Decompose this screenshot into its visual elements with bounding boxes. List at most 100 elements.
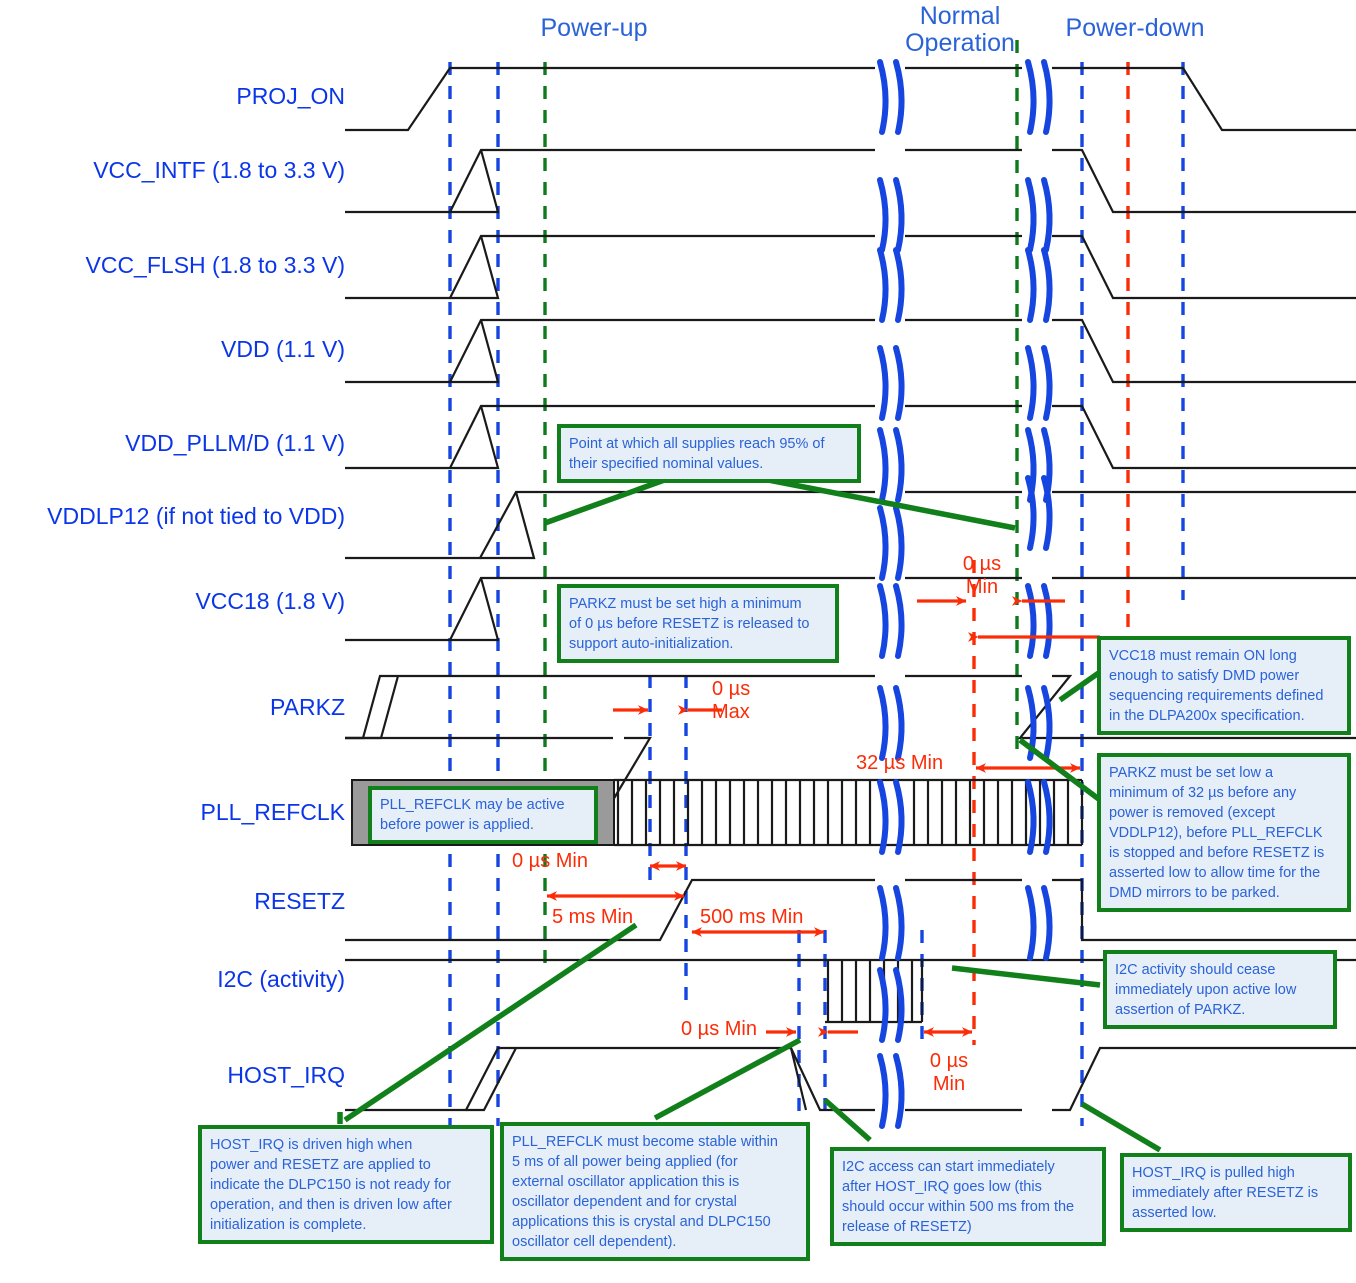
leader-supplies-95 xyxy=(544,475,671,526)
callout-host-irq-pulled-high: HOST_IRQ is pulled high immediately afte… xyxy=(1120,1153,1352,1232)
annotation-i2c-cease-min-line1: 0 µs xyxy=(929,1050,969,1072)
callout-parkz-low-line-3: VDDLP12), before PLL_REFCLK xyxy=(1109,825,1323,841)
break-left xyxy=(877,59,905,1129)
signal-label-host-irq: HOST_IRQ xyxy=(227,1062,345,1088)
phase-label-normal-operation: Normal Operation xyxy=(880,3,1040,57)
callout-parkz-low-line-4: is stopped and before RESETZ is xyxy=(1109,845,1325,861)
waveforms xyxy=(345,66,1356,1112)
signal-label-resetz: RESETZ xyxy=(254,888,345,914)
callout-host-irq-high-line-2: indicate the DLPC150 is not ready for xyxy=(210,1177,451,1193)
callout-parkz-low-line-5: asserted low to allow time for the xyxy=(1109,865,1321,881)
wave-vdd-pllm-d xyxy=(345,404,1356,470)
callout-vcc18-remain-on: VCC18 must remain ON long enough to sati… xyxy=(1097,636,1351,735)
callout-i2c-access-start: I2C access can start immediately after H… xyxy=(830,1147,1106,1246)
callout-refclk-may-be-active: PLL_REFCLK may be active before power is… xyxy=(368,786,598,844)
callout-parkz-low-32us: PARKZ must be set low a minimum of 32 µs… xyxy=(1097,753,1351,912)
callout-vcc18-on-line-2: sequencing requirements defined xyxy=(1109,688,1324,704)
callout-i2c-access-line-0: I2C access can start immediately xyxy=(842,1159,1055,1175)
callout-parkz-high-before-resetz: PARKZ must be set high a minimum of 0 µs… xyxy=(557,584,839,663)
phase-label-normal-operation-line1: Normal xyxy=(919,2,1001,30)
annotation-500ms-min: 500 ms Min xyxy=(700,906,804,928)
annotation-parkz-max: 0 µs Max xyxy=(712,678,750,724)
signal-label-vcc-intf: VCC_INTF (1.8 to 3.3 V) xyxy=(93,157,345,183)
callout-host-irq-pull-line-1: immediately after RESETZ is xyxy=(1132,1185,1319,1201)
callout-parkz-low-line-6: DMD mirrors to be parked. xyxy=(1109,885,1280,901)
callout-parkz-low-line-0: PARKZ must be set low a xyxy=(1109,765,1274,781)
signal-label-vcc18: VCC18 (1.8 V) xyxy=(195,588,345,614)
callout-refclk-stable-5ms: PLL_REFCLK must become stable within 5 m… xyxy=(500,1122,810,1261)
wave-vcc-flsh xyxy=(345,234,1356,300)
signal-label-proj-on: PROJ_ON xyxy=(236,83,345,109)
leader-host-irq-high2 xyxy=(343,922,638,1123)
break-right xyxy=(1025,59,1053,961)
callout-supplies-95pct-line-0: Point at which all supplies reach 95% of xyxy=(569,436,825,452)
callout-host-irq-high-line-4: initialization is complete. xyxy=(210,1217,367,1233)
callout-host-irq-pull-line-0: HOST_IRQ is pulled high xyxy=(1132,1165,1295,1181)
phase-label-power-down: Power-down xyxy=(1065,14,1205,42)
wave-resetz xyxy=(345,878,1356,942)
callout-refclk-5ms-line-3: oscillator dependent and for crystal xyxy=(512,1194,737,1210)
callout-host-irq-high-line-0: HOST_IRQ is driven high when xyxy=(210,1137,413,1153)
callout-refclk-active-line-1: before power is applied. xyxy=(380,817,534,833)
signal-label-vcc-flsh: VCC_FLSH (1.8 to 3.3 V) xyxy=(85,252,346,278)
signal-label-vdd: VDD (1.1 V) xyxy=(221,336,345,362)
signal-label-i2c: I2C (activity) xyxy=(217,966,345,992)
callout-host-irq-high-line-3: operation, and then is driven low after xyxy=(210,1197,452,1213)
wave-host-irq xyxy=(345,1046,1356,1112)
wave-vcc-intf xyxy=(345,148,1356,214)
annotation-resetz-0us-min: 0 µs Min xyxy=(512,850,588,872)
callout-supplies-95pct-line-1: their specified nominal values. xyxy=(569,456,764,472)
leader-refclk-5ms xyxy=(653,1037,802,1121)
callout-i2c-cease-line-2: assertion of PARKZ. xyxy=(1115,1002,1246,1018)
callout-i2c-access-line-2: should occur within 500 ms from the xyxy=(842,1199,1075,1215)
callout-refclk-5ms-line-4: applications this is crystal and DLPC150 xyxy=(512,1214,771,1230)
wave-vdd xyxy=(345,318,1356,384)
callout-vcc18-on-line-0: VCC18 must remain ON long xyxy=(1109,648,1297,664)
callout-parkz-high-line-1: of 0 µs before RESETZ is released to xyxy=(569,616,810,632)
annotation-vcc18-min: 0 µs Min xyxy=(942,553,1022,599)
callout-refclk-active-line-0: PLL_REFCLK may be active xyxy=(380,797,565,813)
callout-i2c-access-line-3: release of RESETZ) xyxy=(842,1219,972,1235)
wave-proj-on xyxy=(345,66,1356,132)
signal-label-vddlp12: VDDLP12 (if not tied to VDD) xyxy=(47,503,345,529)
leader-vcc18-on xyxy=(1058,669,1102,703)
annotation-vcc18-min-line1: 0 µs xyxy=(962,553,1002,575)
signal-label-vdd-pllm-d: VDD_PLLM/D (1.1 V) xyxy=(125,430,345,456)
leader-i2c-access xyxy=(823,1097,872,1143)
callout-leader-lines xyxy=(337,475,1162,1153)
callout-i2c-cease: I2C activity should cease immediately up… xyxy=(1103,950,1337,1029)
annotation-5ms-min: 5 ms Min xyxy=(552,906,634,928)
phase-label-power-up: Power-up xyxy=(540,14,648,42)
dimension-arrows xyxy=(546,596,1100,1037)
signal-label-parkz: PARKZ xyxy=(270,694,345,720)
callout-parkz-high-line-2: support auto-initialization. xyxy=(569,636,734,652)
callout-host-irq-high-line-1: power and RESETZ are applied to xyxy=(210,1157,431,1173)
callout-refclk-5ms-line-1: 5 ms of all power being applied (for xyxy=(512,1154,738,1170)
callout-vcc18-on-line-1: enough to satisfy DMD power xyxy=(1109,668,1300,684)
callout-refclk-5ms-line-2: external oscillator application this is xyxy=(512,1174,740,1190)
callout-host-irq-driven-high: HOST_IRQ is driven high when power and R… xyxy=(198,1125,494,1244)
guide-lines xyxy=(448,40,1185,1126)
callout-refclk-5ms-line-0: PLL_REFCLK must become stable within xyxy=(512,1134,778,1150)
wave-vddlp12 xyxy=(345,490,1356,560)
callout-parkz-low-line-2: power is removed (except xyxy=(1109,805,1276,821)
leader-i2c-cease xyxy=(951,965,1101,988)
callout-parkz-low-line-1: minimum of 32 µs before any xyxy=(1109,785,1297,801)
callout-i2c-cease-line-1: immediately upon active low xyxy=(1115,982,1297,998)
callout-supplies-95pct: Point at which all supplies reach 95% of… xyxy=(557,424,861,483)
callout-vcc18-on-line-3: in the DLPA200x specification. xyxy=(1109,708,1305,724)
annotation-i2c-cease-min: 0 µs Min xyxy=(908,1050,990,1096)
annotation-32us-min: 32 µs Min xyxy=(856,752,944,774)
leader-supplies-95b xyxy=(757,475,1016,531)
annotation-i2c-cease-min-line2: Min xyxy=(932,1073,966,1095)
signal-label-pll-refclk: PLL_REFCLK xyxy=(200,799,345,825)
wave-parkz xyxy=(345,674,1356,801)
wave-vcc18 xyxy=(345,576,1356,642)
callout-refclk-5ms-line-5: oscillator cell dependent). xyxy=(512,1234,677,1250)
callout-i2c-cease-line-0: I2C activity should cease xyxy=(1115,962,1276,978)
leader-parkz-low xyxy=(1018,737,1102,803)
callout-parkz-high-line-0: PARKZ must be set high a minimum xyxy=(569,596,802,612)
leader-host-irq-pull xyxy=(1080,1101,1162,1153)
